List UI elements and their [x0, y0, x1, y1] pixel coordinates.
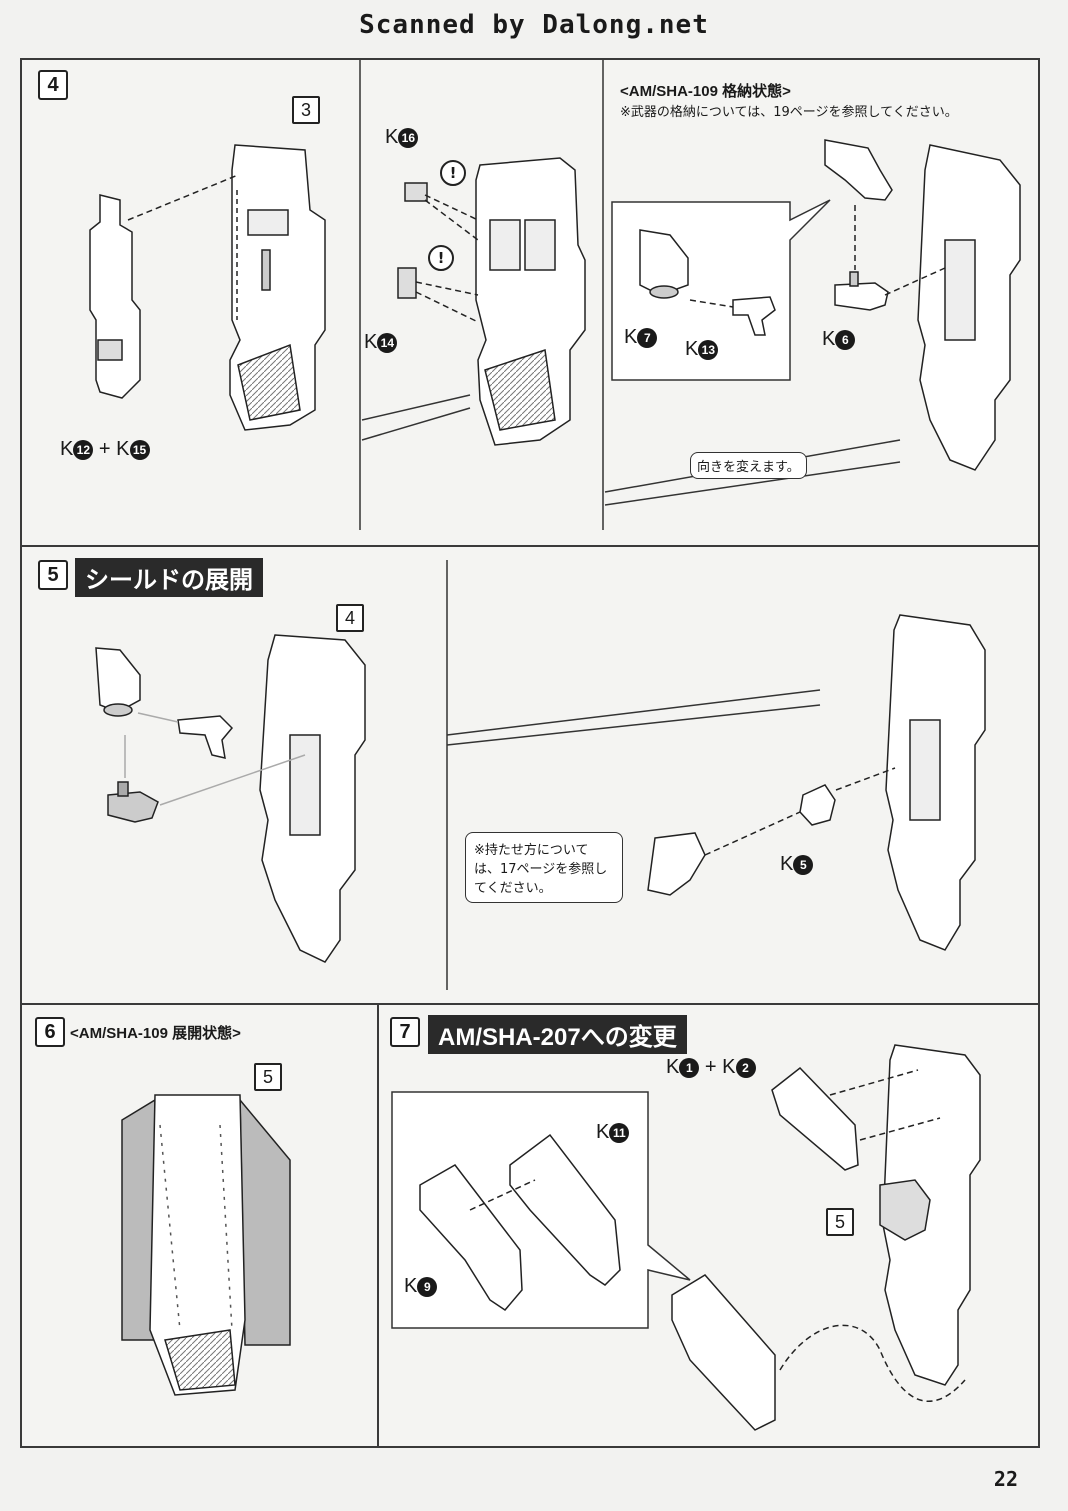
step4-ref-box: 3	[292, 96, 320, 124]
step5-title: シールドの展開	[75, 558, 263, 597]
step6-panel	[20, 1003, 380, 1448]
rotate-note: 向きを変えます。	[690, 452, 807, 479]
step7-number: 7	[390, 1017, 420, 1047]
hold-note: ※持たせ方については、17ページを参照してください。	[465, 832, 623, 903]
part-number-dot: 1	[679, 1057, 700, 1078]
part-number-dot: 13	[698, 339, 719, 360]
storage-note: ※武器の格納については、19ページを参照してください。	[620, 105, 958, 120]
step5-number: 5	[38, 560, 68, 590]
step5-ref-box: 4	[336, 604, 364, 632]
step7-title: AM/SHA-207への変更	[428, 1015, 687, 1054]
step7-ref-box: 5	[826, 1208, 854, 1236]
page-number: 22	[993, 1467, 1018, 1491]
step4-number: 4	[38, 70, 68, 100]
part-number-dot: 7	[637, 327, 658, 348]
step6-heading: <AM/SHA-109 展開状態>	[70, 1025, 241, 1042]
part-number-dot: 9	[417, 1276, 438, 1297]
step6-ref-box: 5	[254, 1063, 282, 1091]
part-number-dot: 14	[377, 332, 398, 353]
warning-icon: !	[440, 160, 466, 186]
part-number-dot: 15	[129, 439, 150, 460]
step6-number: 6	[35, 1017, 65, 1047]
step4-panel	[20, 58, 1040, 548]
part-number-dot: 2	[735, 1057, 756, 1078]
part-number-dot: 6	[835, 329, 856, 350]
storage-heading: <AM/SHA-109 格納状態>	[620, 83, 791, 100]
part-number-dot: 11	[609, 1122, 630, 1143]
part-number-dot: 16	[398, 127, 419, 148]
part-number-dot: 12	[73, 439, 94, 460]
step5-panel	[20, 545, 1040, 1005]
warning-icon: !	[428, 245, 454, 271]
part-number-dot: 5	[793, 854, 814, 875]
scan-credit: Scanned by Dalong.net	[359, 10, 709, 40]
